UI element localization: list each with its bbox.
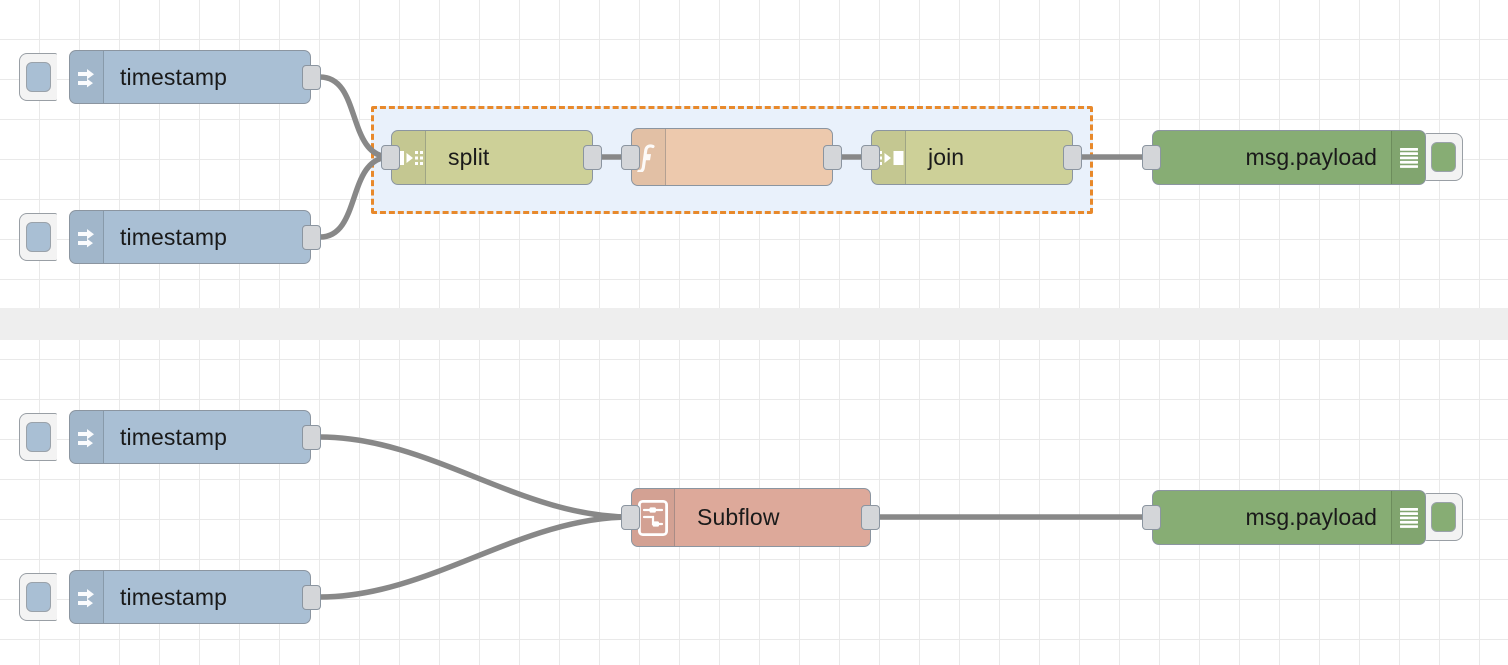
inject-button-3[interactable] [19, 413, 57, 461]
port-output-join[interactable] [1063, 145, 1082, 170]
node-debug-2-label: msg.payload [1245, 504, 1377, 530]
debug-button-1[interactable] [1425, 133, 1463, 181]
port-input-debug-1[interactable] [1142, 145, 1161, 170]
port-output-inject-1[interactable] [302, 65, 321, 90]
port-output-split[interactable] [583, 145, 602, 170]
arrow-right-icon [70, 51, 104, 103]
node-inject-4-label: timestamp [120, 583, 227, 610]
wire-inject4-subflow [317, 514, 633, 600]
wire-inject3-subflow [317, 434, 633, 520]
inject-button-chip-4 [26, 582, 51, 612]
node-inject-1-label: timestamp [120, 63, 227, 90]
inject-button-chip-1 [26, 62, 51, 92]
debug-lines-icon [1391, 491, 1425, 544]
port-output-function[interactable] [823, 145, 842, 170]
port-output-inject-4[interactable] [302, 585, 321, 610]
inject-button-1[interactable] [19, 53, 57, 101]
node-inject-1[interactable]: timestamp [69, 50, 311, 104]
port-input-subflow[interactable] [621, 505, 640, 530]
arrow-right-icon [70, 411, 104, 463]
port-output-inject-3[interactable] [302, 425, 321, 450]
node-inject-2-label: timestamp [120, 223, 227, 250]
debug-lines-icon [1391, 131, 1425, 184]
inject-button-2[interactable] [19, 213, 57, 261]
port-input-function[interactable] [621, 145, 640, 170]
node-debug-1[interactable]: msg.payload [1152, 130, 1426, 185]
node-function[interactable] [631, 128, 833, 186]
debug-button-2[interactable] [1425, 493, 1463, 541]
node-debug-2[interactable]: msg.payload [1152, 490, 1426, 545]
port-output-inject-2[interactable] [302, 225, 321, 250]
node-subflow-label: Subflow [697, 504, 780, 530]
node-inject-2[interactable]: timestamp [69, 210, 311, 264]
arrow-right-icon [70, 571, 104, 623]
node-function-label [666, 129, 832, 185]
node-join[interactable]: join [871, 130, 1073, 185]
port-input-join[interactable] [861, 145, 880, 170]
debug-button-chip-2 [1431, 502, 1456, 532]
arrow-right-icon [70, 211, 104, 263]
node-inject-3[interactable]: timestamp [69, 410, 311, 464]
inject-button-chip-3 [26, 422, 51, 452]
node-inject-4[interactable]: timestamp [69, 570, 311, 624]
inject-button-4[interactable] [19, 573, 57, 621]
node-join-label: join [928, 144, 965, 170]
flow-divider [0, 308, 1508, 340]
node-inject-3-label: timestamp [120, 423, 227, 450]
port-output-subflow[interactable] [861, 505, 880, 530]
node-split[interactable]: split [391, 130, 593, 185]
inject-button-chip-2 [26, 222, 51, 252]
node-debug-1-label: msg.payload [1245, 144, 1377, 170]
port-input-split[interactable] [381, 145, 400, 170]
debug-button-chip-1 [1431, 142, 1456, 172]
node-split-label: split [448, 144, 490, 170]
port-input-debug-2[interactable] [1142, 505, 1161, 530]
node-subflow[interactable]: Subflow [631, 488, 871, 547]
